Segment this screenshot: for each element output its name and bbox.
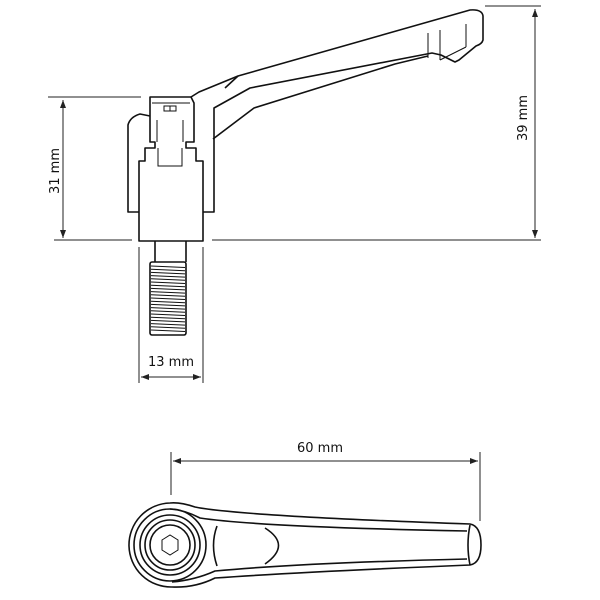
thread-line	[150, 329, 186, 332]
thread-line	[150, 275, 186, 278]
thread-line	[150, 316, 186, 320]
side-view-lever	[127, 9, 484, 336]
thread-line	[150, 281, 186, 284]
dimension-label-60mm: 60 mm	[297, 441, 343, 456]
thread-line	[150, 294, 186, 297]
thread-line	[150, 303, 186, 307]
thread-line	[150, 268, 186, 272]
dimension-label-39mm: 39 mm	[516, 95, 531, 141]
dimension-31mm: 31 mm	[48, 96, 141, 241]
thread-line	[150, 271, 186, 275]
top-view-lever	[128, 502, 482, 588]
thread-line	[150, 284, 186, 288]
dimension-13mm: 13 mm	[138, 247, 204, 383]
thread-line	[150, 287, 186, 291]
thread-line	[150, 297, 186, 300]
dimension-label-13mm: 13 mm	[148, 355, 194, 370]
thread-line	[150, 307, 186, 310]
thread-line	[150, 300, 186, 304]
thread-line	[150, 265, 186, 268]
thread-line	[150, 313, 186, 316]
thread-line	[150, 310, 186, 313]
dimension-60mm: 60 mm	[170, 441, 481, 521]
dimension-label-31mm: 31 mm	[48, 148, 63, 194]
thread-line	[150, 323, 186, 326]
thread-line	[150, 291, 186, 294]
dimension-39mm: 39 mm	[212, 5, 541, 241]
thread-line	[150, 326, 186, 329]
thread-line	[150, 278, 186, 281]
thread-line	[150, 319, 186, 323]
